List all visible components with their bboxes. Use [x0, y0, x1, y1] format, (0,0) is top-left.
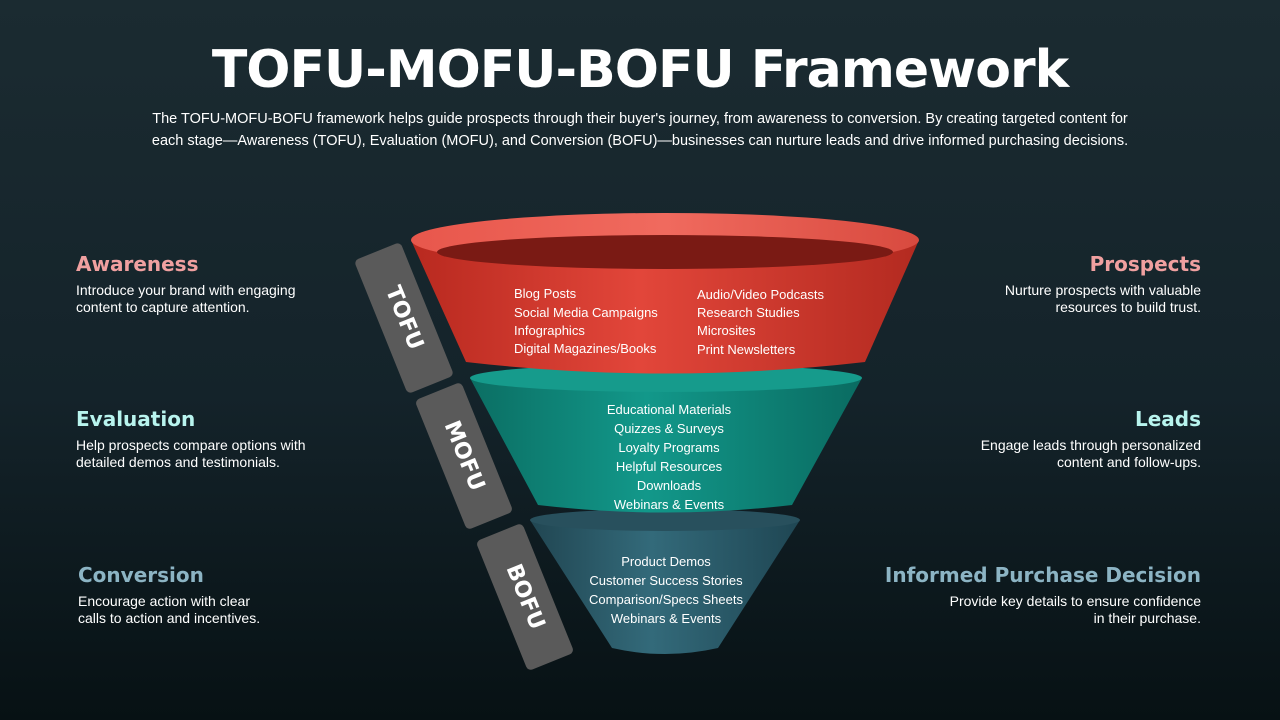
bofu-item: Customer Success Stories	[589, 573, 743, 588]
bofu-tag: BOFU	[477, 524, 573, 670]
evaluation-block: Evaluation Help prospects compare option…	[76, 407, 376, 471]
tofu-item: Print Newsletters	[697, 342, 796, 357]
leads-line-1: Engage leads through personalized	[980, 437, 1201, 453]
prospects-block: Prospects Nurture prospects with valuabl…	[901, 252, 1201, 316]
purchase-decision-description: Provide key details to ensure confidence…	[841, 593, 1201, 627]
conversion-line-1: Encourage action with clear	[78, 593, 250, 609]
bofu-item: Product Demos	[621, 554, 711, 569]
awareness-line-1: Introduce your brand with engaging	[76, 282, 296, 298]
mofu-item: Webinars & Events	[614, 497, 725, 512]
bofu-item: Webinars & Events	[611, 611, 722, 626]
prospects-heading: Prospects	[1089, 252, 1201, 276]
mofu-item: Educational Materials	[607, 402, 732, 417]
conversion-heading: Conversion	[78, 563, 204, 587]
tofu-item: Digital Magazines/Books	[514, 341, 657, 356]
leads-description: Engage leads through personalized conten…	[901, 437, 1201, 471]
tofu-item: Research Studies	[697, 305, 800, 320]
mofu-tier-rim	[470, 364, 862, 392]
bofu-tier-rim	[530, 509, 800, 531]
purchase-decision-heading: Informed Purchase Decision	[884, 563, 1201, 587]
purchase-decision-block: Informed Purchase Decision Provide key d…	[841, 563, 1201, 627]
prospects-line-1: Nurture prospects with valuable	[1004, 282, 1201, 298]
bofu-tier	[530, 520, 800, 654]
page-title: TOFU-MOFU-BOFU Framework	[211, 40, 1069, 100]
purchase-decision-line-1: Provide key details to ensure confidence	[949, 593, 1201, 609]
prospects-description: Nurture prospects with valuable resource…	[901, 282, 1201, 316]
evaluation-description: Help prospects compare options with deta…	[76, 437, 376, 471]
mofu-item: Quizzes & Surveys	[614, 421, 724, 436]
purchase-decision-line-2: in their purchase.	[1093, 610, 1201, 626]
awareness-block: Awareness Introduce your brand with enga…	[76, 252, 376, 316]
conversion-line-2: calls to action and incentives.	[78, 610, 261, 626]
tofu-item: Microsites	[697, 323, 756, 338]
tofu-item: Audio/Video Podcasts	[697, 287, 824, 302]
tofu-tier-opening	[437, 235, 893, 269]
prospects-line-2: resources to build trust.	[1055, 299, 1201, 315]
awareness-line-2: content to capture attention.	[76, 299, 250, 315]
evaluation-line-1: Help prospects compare options with	[76, 437, 306, 453]
tofu-item: Blog Posts	[514, 286, 577, 301]
awareness-description: Introduce your brand with engaging conte…	[76, 282, 376, 316]
mofu-item: Helpful Resources	[616, 459, 723, 474]
page-subtitle: The TOFU-MOFU-BOFU framework helps guide…	[151, 111, 1129, 149]
tofu-tag: TOFU	[355, 243, 453, 393]
evaluation-heading: Evaluation	[76, 407, 196, 431]
leads-line-2: content and follow-ups.	[1057, 454, 1201, 470]
mofu-item: Loyalty Programs	[618, 440, 720, 455]
conversion-description: Encourage action with clear calls to act…	[78, 593, 378, 627]
tofu-item: Social Media Campaigns	[514, 305, 658, 320]
leads-heading: Leads	[1134, 407, 1201, 431]
tofu-item: Infographics	[514, 323, 585, 338]
mofu-tier	[470, 378, 862, 513]
tofu-tier	[411, 240, 919, 374]
evaluation-line-2: detailed demos and testimonials.	[76, 454, 280, 470]
mofu-item: Downloads	[637, 478, 702, 493]
awareness-heading: Awareness	[76, 252, 199, 276]
leads-block: Leads Engage leads through personalized …	[901, 407, 1201, 471]
bofu-item: Comparison/Specs Sheets	[589, 592, 743, 607]
conversion-block: Conversion Encourage action with clear c…	[78, 563, 378, 627]
